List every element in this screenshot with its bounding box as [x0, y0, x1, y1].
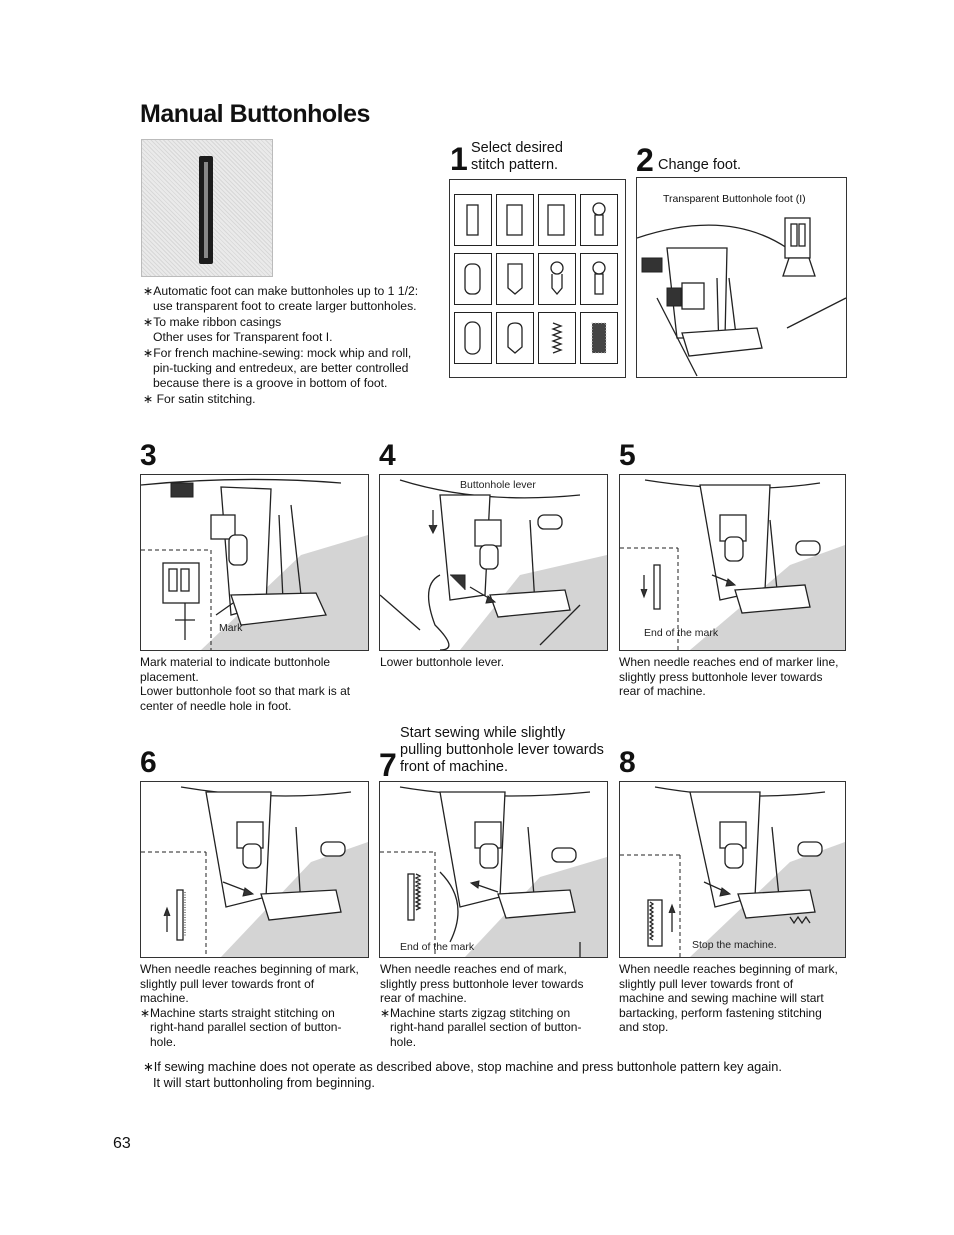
step-2-number: 2: [636, 145, 654, 175]
rect-buttonhole-icon[interactable]: [454, 194, 492, 246]
step-4-figure: Buttonhole lever: [379, 474, 608, 651]
step-8-number: 8: [619, 749, 636, 777]
dotted-satin-pattern-icon[interactable]: [580, 312, 618, 364]
step-5-figure: End of the mark: [619, 474, 846, 651]
step-8-caption: When needle reaches beginning of mark,sl…: [619, 962, 854, 1035]
note-line: pin-tucking and entredeux, are better co…: [143, 361, 453, 376]
note-line: because there is a groove in bottom of f…: [143, 376, 453, 391]
step-3-figure: Mark: [140, 474, 369, 651]
note-line: ∗Automatic foot can make buttonholes up …: [143, 284, 453, 299]
stop-label: Stop the machine.: [692, 939, 777, 951]
step-1-number: 1: [450, 144, 468, 174]
note-line: ∗For french machine-sewing: mock whip an…: [143, 346, 453, 361]
rounded-buttonhole-icon[interactable]: [454, 253, 492, 305]
step-3-number: 3: [140, 442, 157, 470]
zigzag-satin-pattern-icon[interactable]: [538, 312, 576, 364]
v-end-buttonhole-icon[interactable]: [496, 253, 534, 305]
step-4-number: 4: [379, 442, 396, 470]
page-number: 63: [113, 1135, 131, 1153]
end-mark-label: End of the mark: [400, 941, 475, 953]
rounded-v-buttonhole-icon[interactable]: [496, 312, 534, 364]
step-1-heading: Select desired stitch pattern.: [471, 140, 563, 174]
step-6-figure: [140, 781, 369, 958]
step-6-number: 6: [140, 749, 157, 777]
step-6-caption: When needle reaches beginning of mark,sl…: [140, 962, 375, 1049]
step-4-caption: Lower buttonhole lever.: [380, 655, 610, 670]
note-line: ∗ For satin stitching.: [143, 392, 453, 407]
note-line: ∗To make ribbon casings: [143, 315, 453, 330]
lever-label: Buttonhole lever: [460, 479, 536, 491]
step-2-heading: Change foot.: [658, 157, 741, 174]
step-7-caption: When needle reaches end of mark,slightly…: [380, 962, 615, 1049]
step-7-figure: End of the mark: [379, 781, 608, 958]
round-both-buttonhole-icon[interactable]: [454, 312, 492, 364]
note-line: Other uses for Transparent foot I.: [143, 330, 453, 345]
stitch-pattern-panel: [449, 179, 626, 378]
step-8-figure: Stop the machine.: [619, 781, 846, 958]
step-5-caption: When needle reaches end of marker line,s…: [619, 655, 854, 699]
transparent-foot-figure: Transparent Buttonhole foot (I): [636, 177, 847, 378]
keyhole-round-buttonhole-icon[interactable]: [580, 253, 618, 305]
mark-label: Mark: [219, 622, 243, 634]
foot-notes: ∗Automatic foot can make buttonholes up …: [143, 284, 453, 407]
wide-rect-buttonhole-icon[interactable]: [496, 194, 534, 246]
step-7-number: 7: [379, 750, 397, 780]
keyhole-v-buttonhole-icon[interactable]: [538, 253, 576, 305]
step-5-number: 5: [619, 442, 636, 470]
footer-note: ∗If sewing machine does not operate as d…: [143, 1059, 843, 1091]
keyhole-buttonhole-icon[interactable]: [580, 194, 618, 246]
end-mark-label: End of the mark: [644, 627, 719, 639]
bold-rect-buttonhole-icon[interactable]: [538, 194, 576, 246]
note-line: use transparent foot to create larger bu…: [143, 299, 453, 314]
buttonhole-sample-image: [141, 139, 273, 277]
page-title: Manual Buttonholes: [140, 100, 370, 129]
